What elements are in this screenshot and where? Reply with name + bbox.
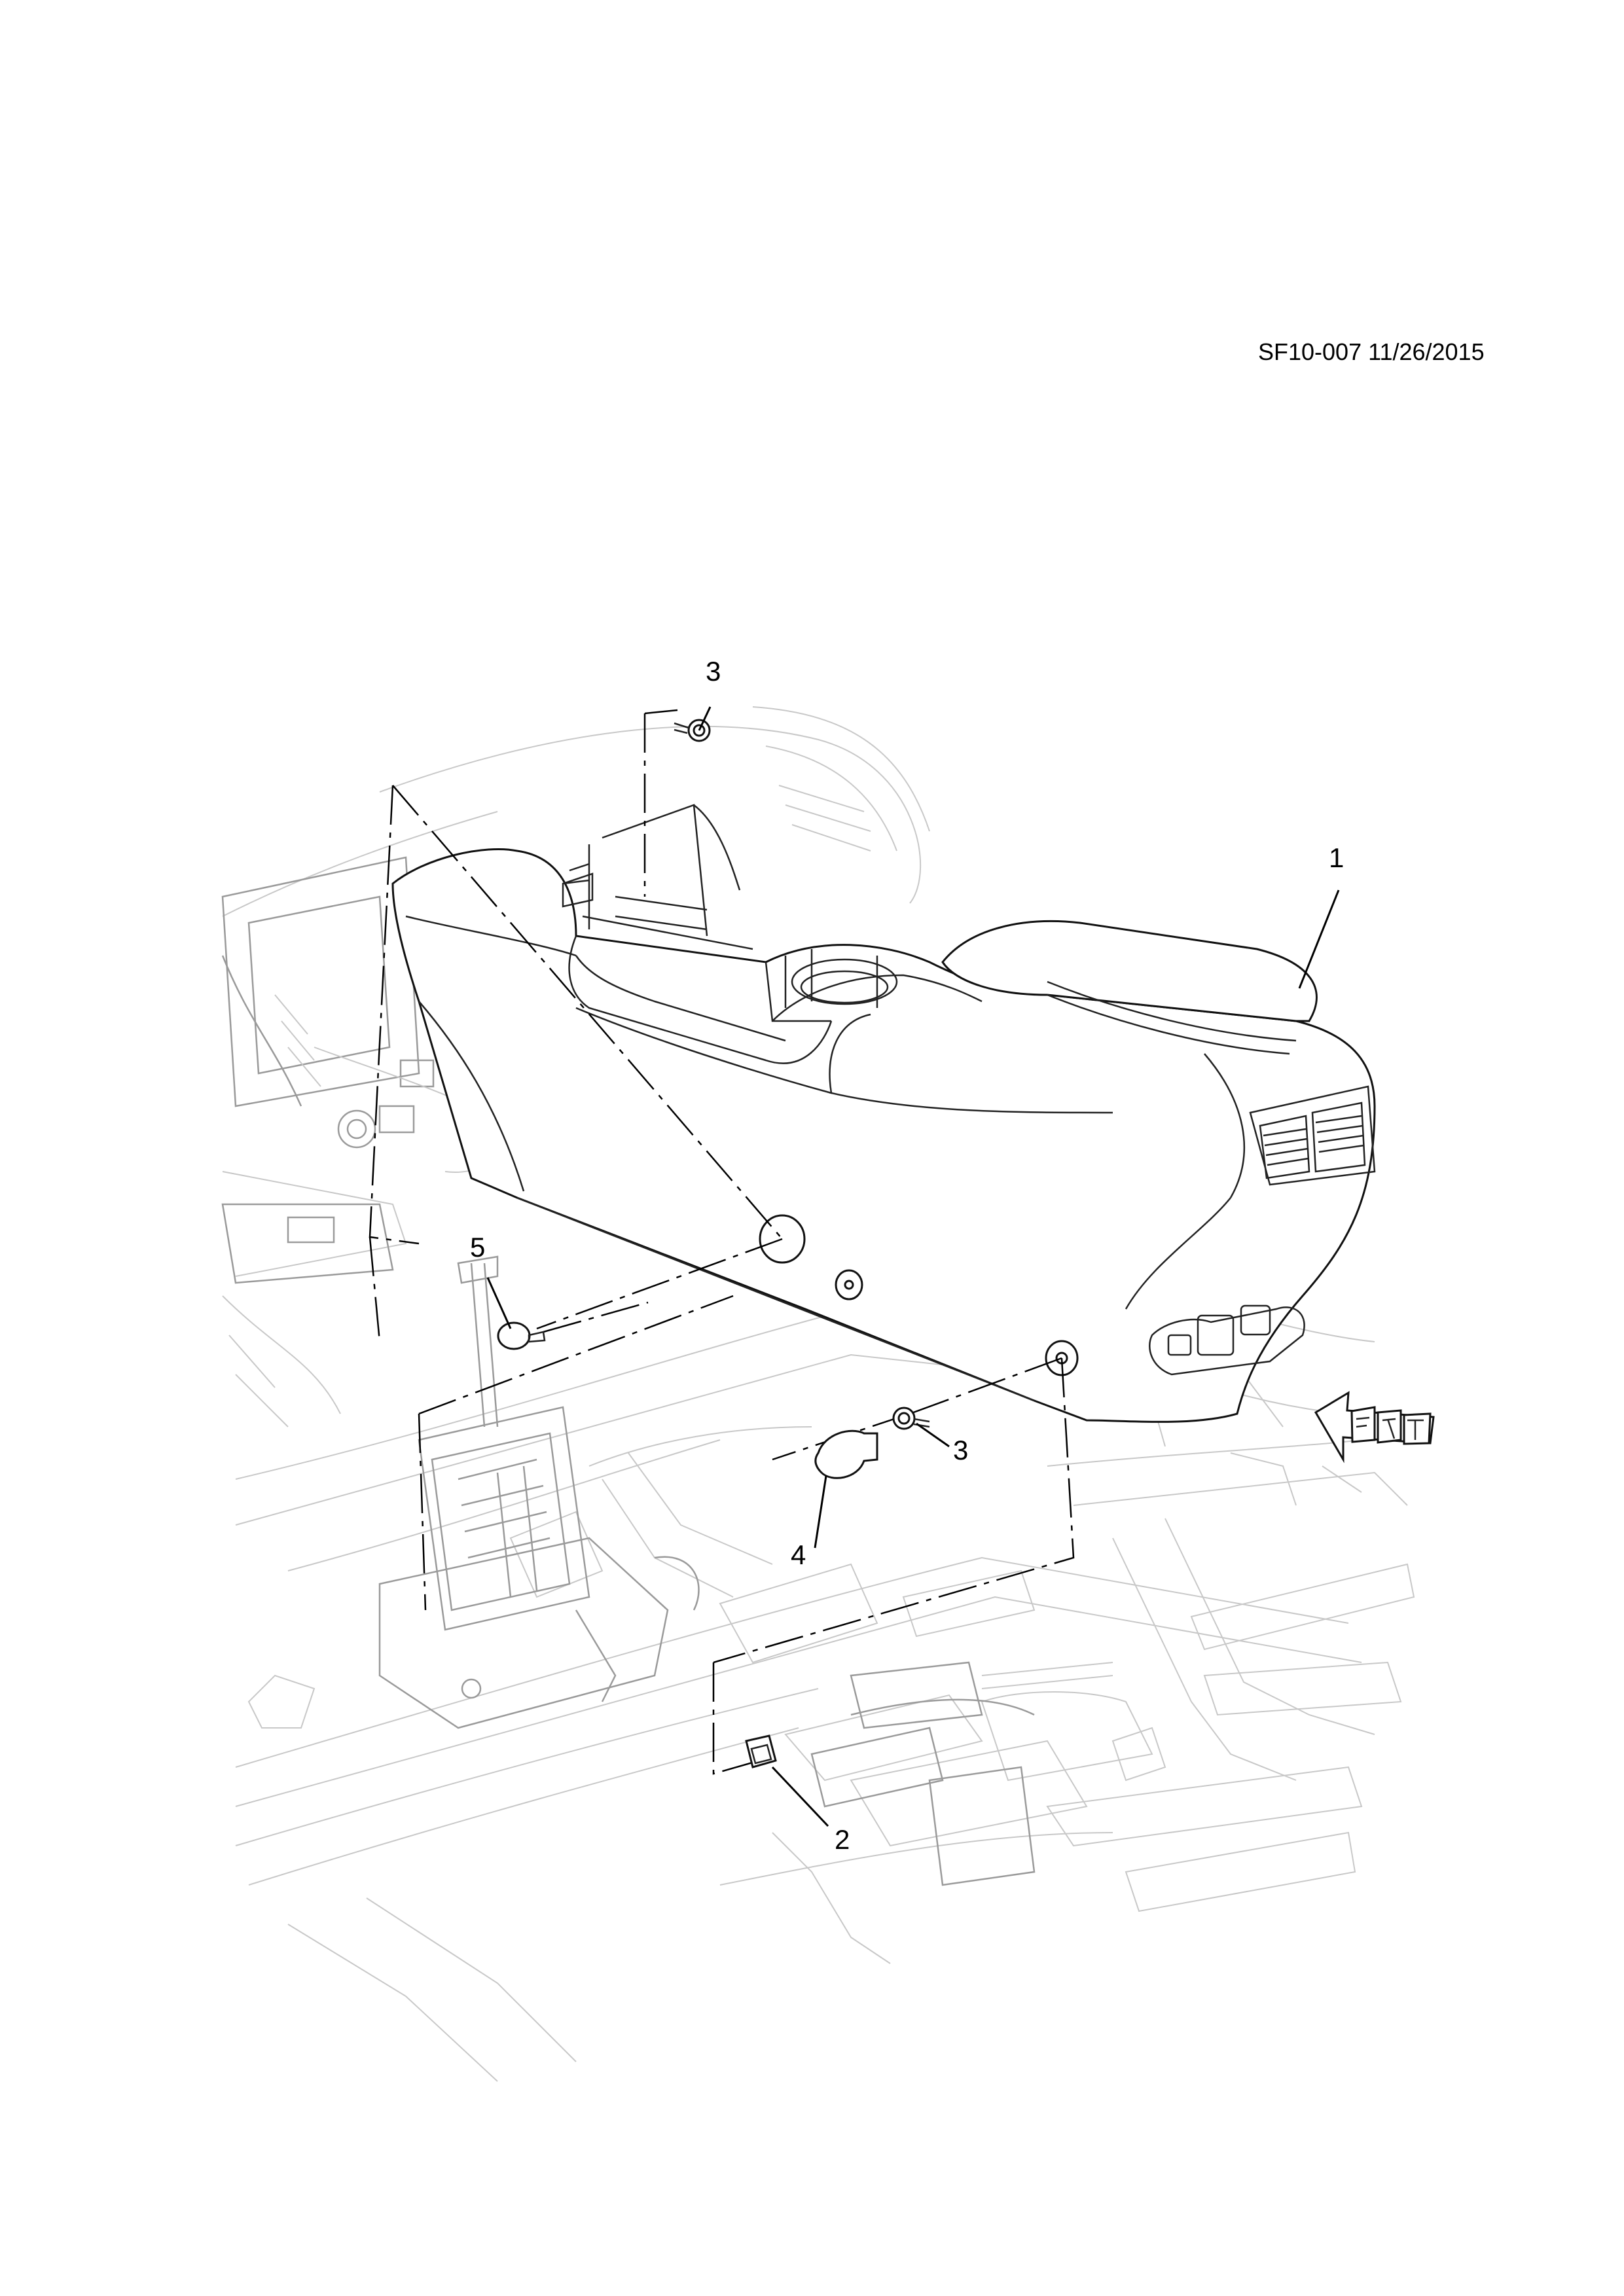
leader-lines <box>486 706 1340 1827</box>
instrument-panel-background <box>221 706 930 1427</box>
callout-2: 2 <box>835 1824 850 1855</box>
callout-1: 1 <box>1329 842 1344 873</box>
drawing-reference: SF10-007 11/26/2015 <box>1258 338 1485 365</box>
cap-plug <box>814 1429 878 1479</box>
screw-top <box>674 719 711 742</box>
push-pin-retainer <box>497 1321 546 1350</box>
assembly-lines <box>369 709 1075 1775</box>
screw-bottom <box>892 1407 930 1430</box>
callout-4: 4 <box>791 1539 806 1570</box>
callout-3-bottom: 3 <box>953 1435 969 1465</box>
front-arrow-icon <box>1314 1391 1435 1463</box>
callout-5: 5 <box>470 1232 486 1263</box>
shifter-assembly <box>378 1255 700 1729</box>
callout-3-top: 3 <box>706 656 721 687</box>
center-console <box>391 804 1376 1423</box>
nut-clip <box>745 1734 777 1768</box>
